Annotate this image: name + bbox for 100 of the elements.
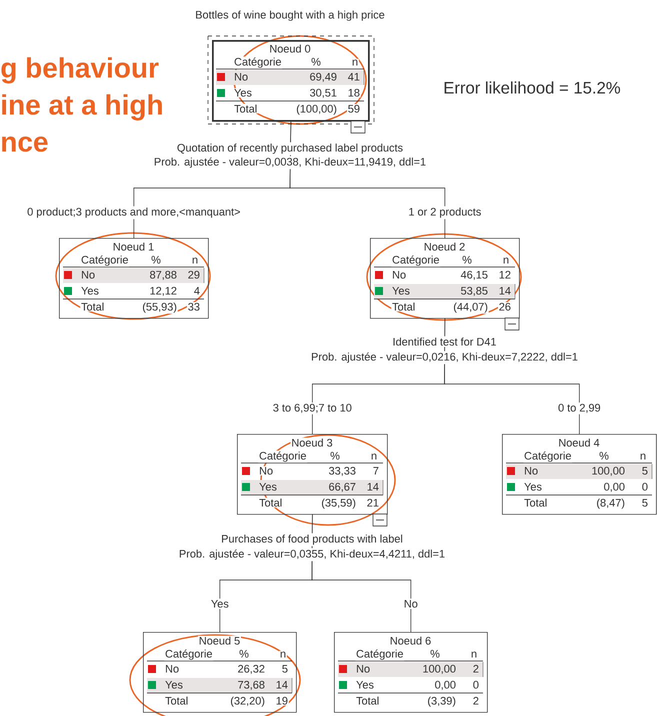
count-value: 14 [366, 482, 380, 492]
count-value: 0 [641, 482, 649, 492]
percent-value: 46,15 [460, 270, 489, 281]
edge-label: Yes [210, 598, 230, 609]
column-header: n [639, 452, 647, 460]
edge-label: 3 to 6,99;7 to 10 [272, 402, 354, 414]
column-header: n [370, 452, 378, 460]
count-value: 7 [372, 466, 380, 476]
percent-value: 33,33 [328, 466, 357, 477]
node-heading: Noeud 6 [389, 636, 432, 646]
category-label: Yes [233, 88, 253, 98]
count-value: 2 [472, 664, 480, 674]
percent-value: 100,00 [422, 664, 457, 675]
count-value: 14 [498, 286, 512, 296]
split-description: Prob. ajustée - valeur=0,0038, Khi-deux=11,9419, ddl=1 [152, 156, 428, 170]
total-label: Total [355, 696, 380, 706]
column-header: Catégorie [233, 56, 282, 69]
column-header: Catégorie [164, 648, 214, 661]
diagram-title: Bottles of wine bought with a high price [196, 10, 384, 21]
column-header: Catégorie [523, 450, 572, 463]
heading-fragment: g behaviour [1, 57, 159, 84]
split-description: Quotation of recently purchased label products [176, 142, 404, 156]
category-label: Yes [258, 482, 278, 492]
percent-value: 69,49 [308, 72, 338, 83]
percent-value: 73,68 [236, 680, 266, 691]
percent-value: 53,85 [460, 286, 489, 297]
category-label: No [233, 72, 249, 82]
edge-label: No [402, 598, 420, 609]
heading-fragment: ine at a high [2, 94, 162, 120]
category-label: No [80, 270, 96, 280]
count-value: 59 [346, 104, 361, 114]
split-description: Purchases of food products with label [220, 533, 404, 546]
total-label: Total [164, 696, 189, 706]
category-label: Yes [391, 286, 411, 296]
split-description: Identified test for D41 [391, 336, 498, 347]
column-header: Catégorie [80, 254, 130, 267]
total-label: Total [391, 302, 416, 312]
percent-value: (32,20) [230, 696, 266, 708]
node-heading: Noeud 5 [198, 636, 241, 646]
percent-value: 87,88 [148, 270, 178, 281]
percent-value: 0,00 [434, 680, 457, 691]
percent-value: (3,39) [426, 696, 457, 708]
error-rate-note: Error likelihood = 15.2% [444, 81, 620, 94]
node-heading: Noeud 3 [290, 438, 334, 448]
total-label: Total [233, 104, 258, 114]
total-label: Total [80, 302, 105, 312]
column-header: n [351, 58, 359, 66]
column-header: Catégorie [258, 450, 308, 463]
column-header: n [470, 650, 478, 658]
column-header: % [429, 649, 441, 658]
category-label: No [523, 466, 539, 476]
count-value: 12 [498, 270, 512, 280]
category-label: Yes [355, 680, 375, 690]
count-value: 0 [472, 680, 480, 690]
column-header: Catégorie [391, 254, 440, 267]
percent-value: 100,00 [590, 466, 626, 477]
count-value: 41 [346, 72, 361, 82]
category-label: No [355, 664, 371, 674]
column-header: % [329, 451, 341, 460]
percent-value: 30,51 [308, 88, 338, 99]
column-header: % [461, 255, 473, 264]
count-value: 29 [186, 270, 201, 280]
category-label: No [258, 466, 274, 476]
category-label: No [391, 270, 407, 280]
count-value: 19 [274, 696, 289, 706]
percent-value: 26,32 [236, 664, 266, 675]
percent-value: (35,59) [320, 498, 357, 510]
node-heading: Noeud 1 [112, 242, 155, 252]
count-value: 21 [366, 498, 380, 508]
count-value: 2 [472, 696, 480, 706]
percent-value: (44,07) [452, 302, 489, 314]
node-heading: Noeud 0 [268, 44, 312, 54]
total-label: Total [523, 498, 548, 508]
category-label: Yes [523, 482, 543, 492]
count-value: 33 [186, 302, 201, 312]
column-header: Catégorie [355, 648, 404, 661]
count-value: 4 [193, 286, 201, 296]
count-value: 18 [346, 88, 361, 98]
heading-fragment: nce [2, 136, 48, 152]
count-value: 5 [281, 664, 289, 674]
count-value: 5 [641, 466, 649, 476]
count-value: 5 [641, 498, 649, 508]
category-label: No [164, 664, 180, 674]
total-label: Total [258, 498, 283, 508]
column-header: n [191, 256, 199, 264]
node-heading: Noeud 4 [558, 438, 600, 448]
count-value: 14 [274, 680, 289, 690]
node-heading: Noeud 2 [423, 242, 466, 252]
column-header: % [598, 451, 610, 460]
column-header: % [150, 255, 162, 264]
percent-value: (100,00) [295, 104, 338, 116]
column-header: % [238, 649, 250, 658]
percent-value: (55,93) [142, 302, 178, 314]
count-value: 26 [498, 302, 512, 312]
category-label: Yes [80, 286, 100, 296]
percent-value: 66,67 [328, 482, 357, 493]
edge-label: 0 product;3 products and more,<manquant> [26, 206, 242, 220]
percent-value: 0,00 [602, 482, 626, 493]
percent-value: (8,47) [596, 498, 626, 510]
edge-label: 1 or 2 products [407, 206, 483, 220]
